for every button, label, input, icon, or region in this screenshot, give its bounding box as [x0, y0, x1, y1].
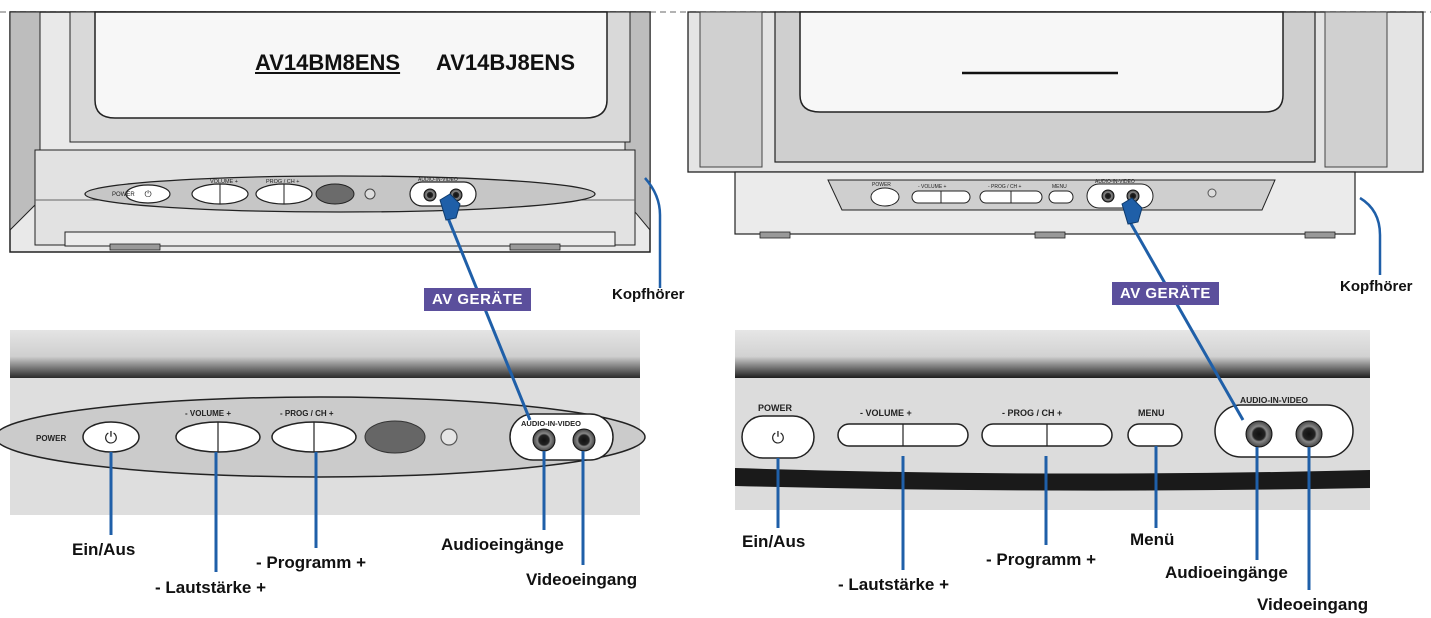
right-panel-power-text: POWER — [758, 403, 793, 413]
right-panel-top-band — [735, 330, 1370, 378]
right-menu-label: Menü — [1130, 530, 1175, 549]
right-small-power-button — [870, 187, 900, 207]
left-panel-zoom: ⏻ POWER - VOLUME + - PROG / CH + AUDIO-I… — [0, 330, 646, 515]
left-audio-inputs-label: Audioeingänge — [441, 535, 564, 554]
left-volume-label: - Lautstärke + — [155, 578, 267, 597]
left-panel-power-text: POWER — [36, 434, 66, 443]
left-panel-ir-sensor — [364, 420, 426, 454]
left-small-power-text: POWER — [112, 192, 135, 198]
left-panel-volume-text: - VOLUME + — [185, 409, 231, 418]
left-small-volume-text: VOLUME + — [210, 179, 238, 185]
right-on-off-label: Ein/Aus — [742, 532, 806, 551]
right-tv-screen — [799, 11, 1284, 113]
right-panel-av-text: AUDIO-IN-VIDEO — [1240, 395, 1308, 405]
left-small-power-button — [125, 184, 171, 204]
right-tv-overview: POWER - VOLUME + - PROG / CH + MENU AUDI… — [687, 11, 1424, 275]
left-panel-led — [440, 428, 458, 446]
left-panel-top-band — [10, 330, 640, 378]
left-video-input-label: Videoeingang — [526, 570, 638, 589]
right-panel-zoom: ⏻ POWER - VOLUME + - PROG / CH + MENU AU… — [735, 330, 1370, 510]
right-av-badge: AV GERÄTE — [1112, 282, 1219, 305]
right-headphone-line — [1359, 196, 1382, 275]
callout-lines — [109, 217, 1311, 590]
left-av-badge: AV GERÄTE — [424, 288, 531, 311]
left-small-prog-text: PROG / CH + — [266, 179, 299, 185]
right-speaker-left — [699, 11, 763, 168]
left-panel-av-text: AUDIO-IN-VIDEO — [521, 419, 581, 428]
left-model-b-title: AV14BJ8ENS — [436, 50, 575, 75]
left-panel-audio-jack[interactable] — [532, 428, 556, 452]
left-tv-overview: ⏻ POWER VOLUME + PROG / CH + AUDIO-IN-VI… — [9, 11, 662, 288]
left-headphones-label: Kopfhörer — [612, 286, 685, 303]
right-video-input-label: Videoeingang — [1257, 595, 1369, 614]
right-small-menu-text: MENU — [1052, 184, 1067, 190]
left-small-ir-sensor — [315, 183, 355, 205]
right-audio-inputs-label: Audioeingänge — [1165, 563, 1288, 582]
right-small-power-text: POWER — [872, 182, 891, 188]
left-small-av-text: AUDIO-IN-VIDEO — [418, 177, 458, 183]
right-program-label: - Programm + — [986, 550, 1097, 569]
right-small-prog-text: - PROG / CH + — [988, 184, 1022, 190]
right-small-menu-button — [1048, 190, 1074, 204]
right-panel-prog-text: - PROG / CH + — [1002, 408, 1062, 418]
left-model-a-title: AV14BM8ENS — [255, 50, 401, 75]
right-small-av-text: AUDIO-IN-VIDEO — [1095, 179, 1135, 185]
right-headphones-label: Kopfhörer — [1340, 278, 1413, 295]
right-panel-menu-text: MENU — [1138, 408, 1165, 418]
svg-text:⏻: ⏻ — [144, 189, 151, 199]
right-small-av-box — [1086, 183, 1154, 209]
left-headphone-line — [644, 177, 662, 288]
left-on-off-label: Ein/Aus — [72, 540, 136, 559]
right-volume-label: - Lautstärke + — [838, 575, 950, 594]
right-panel-bottom-band — [735, 468, 1370, 491]
power-icon: ⏻ — [772, 430, 785, 447]
left-panel-video-jack[interactable] — [572, 428, 596, 452]
right-panel-av-box — [1214, 404, 1354, 458]
right-speaker-right — [1324, 11, 1388, 168]
right-panel-video-jack[interactable] — [1295, 420, 1323, 448]
right-panel-menu-button[interactable] — [1127, 423, 1183, 447]
right-small-volume-text: - VOLUME + — [918, 184, 947, 190]
right-av-plug-icon — [1121, 197, 1143, 225]
left-tv-screen — [94, 11, 608, 119]
left-program-label: - Programm + — [256, 553, 367, 572]
left-av-plug-icon — [439, 193, 461, 221]
left-panel-prog-text: - PROG / CH + — [280, 409, 334, 418]
right-panel-volume-text: - VOLUME + — [860, 408, 912, 418]
left-small-led — [364, 188, 376, 200]
right-panel-audio-jack[interactable] — [1245, 420, 1273, 448]
right-av-diagonal-line — [1128, 221, 1245, 421]
power-icon: ⏻ — [105, 430, 118, 447]
left-av-diagonal-line — [446, 217, 532, 421]
